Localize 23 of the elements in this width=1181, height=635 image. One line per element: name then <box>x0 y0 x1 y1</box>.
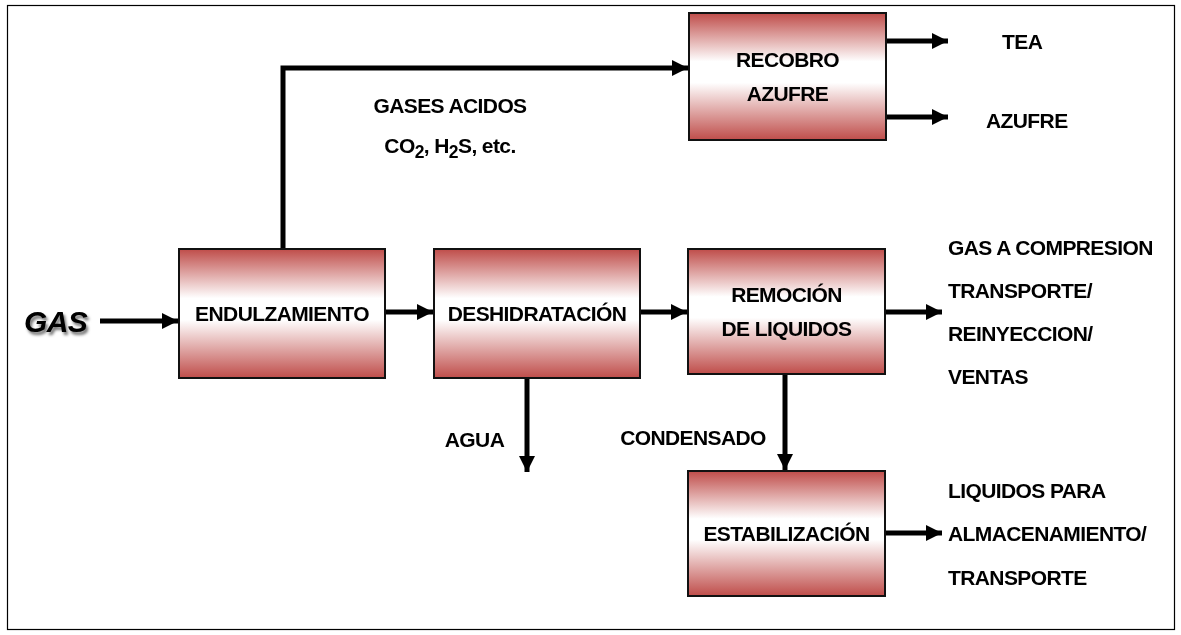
output-label: AZUFRE <box>986 104 1086 138</box>
edge-label: CONDENSADO <box>619 425 767 451</box>
arrow <box>886 304 942 320</box>
output-label: GAS A COMPRESION TRANSPORTE/ REINYECCION/ VENTAS <box>948 212 1172 412</box>
arrow <box>886 525 942 541</box>
output-label: LIQUIDOS PARA ALMACENAMIENTO/ TRANSPORTE <box>948 460 1172 608</box>
process-box: RECOBRO AZUFRE <box>688 12 887 141</box>
arrow <box>519 379 535 472</box>
process-box: DESHIDRATACIÓN <box>433 248 641 379</box>
arrow <box>641 304 687 320</box>
input-label: GAS <box>24 300 96 344</box>
arrow <box>280 60 688 248</box>
edge-label: GASES ACIDOS CO$_{2}$, H$_{2}$S, etc. <box>372 93 528 165</box>
arrow <box>386 304 433 320</box>
arrow <box>777 375 793 470</box>
arrow <box>887 109 948 125</box>
process-box: REMOCIÓN DE LIQUIDOS <box>687 248 886 375</box>
process-box: ESTABILIZACIÓN <box>687 470 886 597</box>
edge-label: AGUA <box>443 427 506 453</box>
arrow <box>100 313 178 329</box>
process-box: ENDULZAMIENTO <box>178 248 386 379</box>
output-label: TEA <box>1002 26 1062 58</box>
arrow <box>887 33 948 49</box>
